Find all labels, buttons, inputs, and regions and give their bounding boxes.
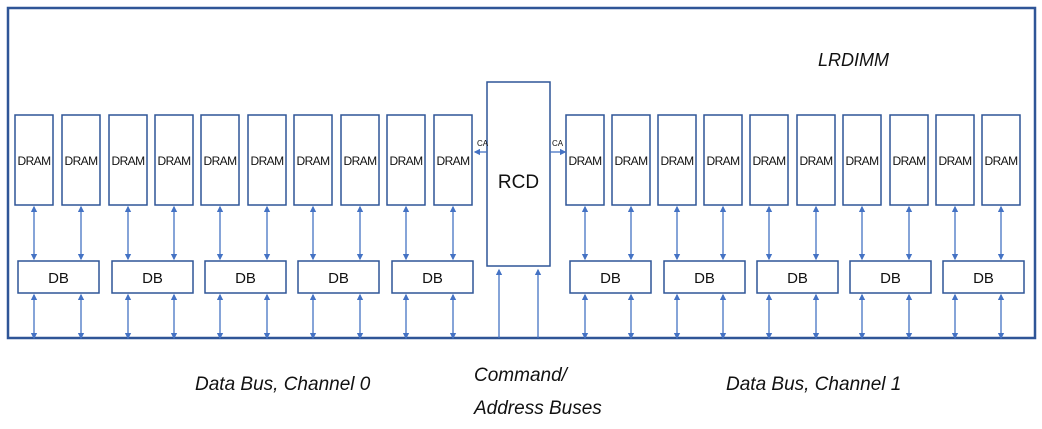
db-label: DB [880,270,901,287]
db-label: DB [973,270,994,287]
dram-chip [935,114,975,206]
dram-label: DRAM [112,154,146,168]
ca-label-left: CA [477,139,489,148]
data-buffer [204,260,287,294]
dram-chip [889,114,929,206]
dram-label: DRAM [204,154,238,168]
dram-label: DRAM [390,154,424,168]
ca-label-right: CA [552,139,564,148]
dram-chip [981,114,1021,206]
dram-chip [796,114,836,206]
module-border [6,6,1037,340]
dram-label: DRAM [846,154,880,168]
dram-chip [200,114,240,206]
dram-chip [154,114,194,206]
dram-chip [657,114,697,206]
dram-label: DRAM [985,154,1019,168]
data-buffer [17,260,100,294]
dram-chip [386,114,426,206]
dram-label: DRAM [893,154,927,168]
data-buffer [569,260,652,294]
dram-label: DRAM [297,154,331,168]
dram-label: DRAM [65,154,99,168]
data-buffer [849,260,932,294]
dram-label: DRAM [569,154,603,168]
data-buffer [942,260,1025,294]
dram-chip [293,114,333,206]
command-address-label-line1: Command/ [474,365,569,386]
data-buffer [297,260,380,294]
dram-chip [565,114,605,206]
rcd-label: RCD [498,172,539,193]
dram-chip [340,114,380,206]
db-label: DB [328,270,349,287]
dram-chip [247,114,287,206]
dram-chip [749,114,789,206]
dram-label: DRAM [939,154,973,168]
db-label: DB [787,270,808,287]
dram-label: DRAM [158,154,192,168]
data-buffer [756,260,839,294]
connection-arrows [30,205,1005,340]
dram-label: DRAM [344,154,378,168]
db-label: DB [600,270,621,287]
db-label: DB [694,270,715,287]
channel1-label: Data Bus, Channel 1 [726,374,901,395]
data-buffer [111,260,194,294]
dram-label: DRAM [18,154,52,168]
dram-chip [842,114,882,206]
dram-label: DRAM [707,154,741,168]
command-address-label-line2: Address Buses [473,398,602,419]
db-label: DB [422,270,443,287]
dram-chip [433,114,473,206]
db-label: DB [142,270,163,287]
channel0-label: Data Bus, Channel 0 [195,374,371,395]
dram-chip [703,114,743,206]
data-buffers: DB DB DB DB DB DB DB DB DB DB [17,260,1025,294]
dram-label: DRAM [615,154,649,168]
dram-label: DRAM [251,154,285,168]
data-buffer [391,260,474,294]
module-title: LRDIMM [818,50,889,70]
dram-chip [61,114,101,206]
dram-chip [108,114,148,206]
dram-chip [611,114,651,206]
dram-label: DRAM [437,154,471,168]
dram-chip [14,114,54,206]
dram-chips: DRAM DRAM DRAM DRAM DRAM DRAM DRAM DRAM DRAM DRAM… [14,114,1021,206]
rcd-box [486,81,551,267]
db-label: DB [48,270,69,287]
dram-label: DRAM [800,154,834,168]
db-label: DB [235,270,256,287]
dram-label: DRAM [753,154,787,168]
data-buffer [663,260,746,294]
dram-label: DRAM [661,154,695,168]
